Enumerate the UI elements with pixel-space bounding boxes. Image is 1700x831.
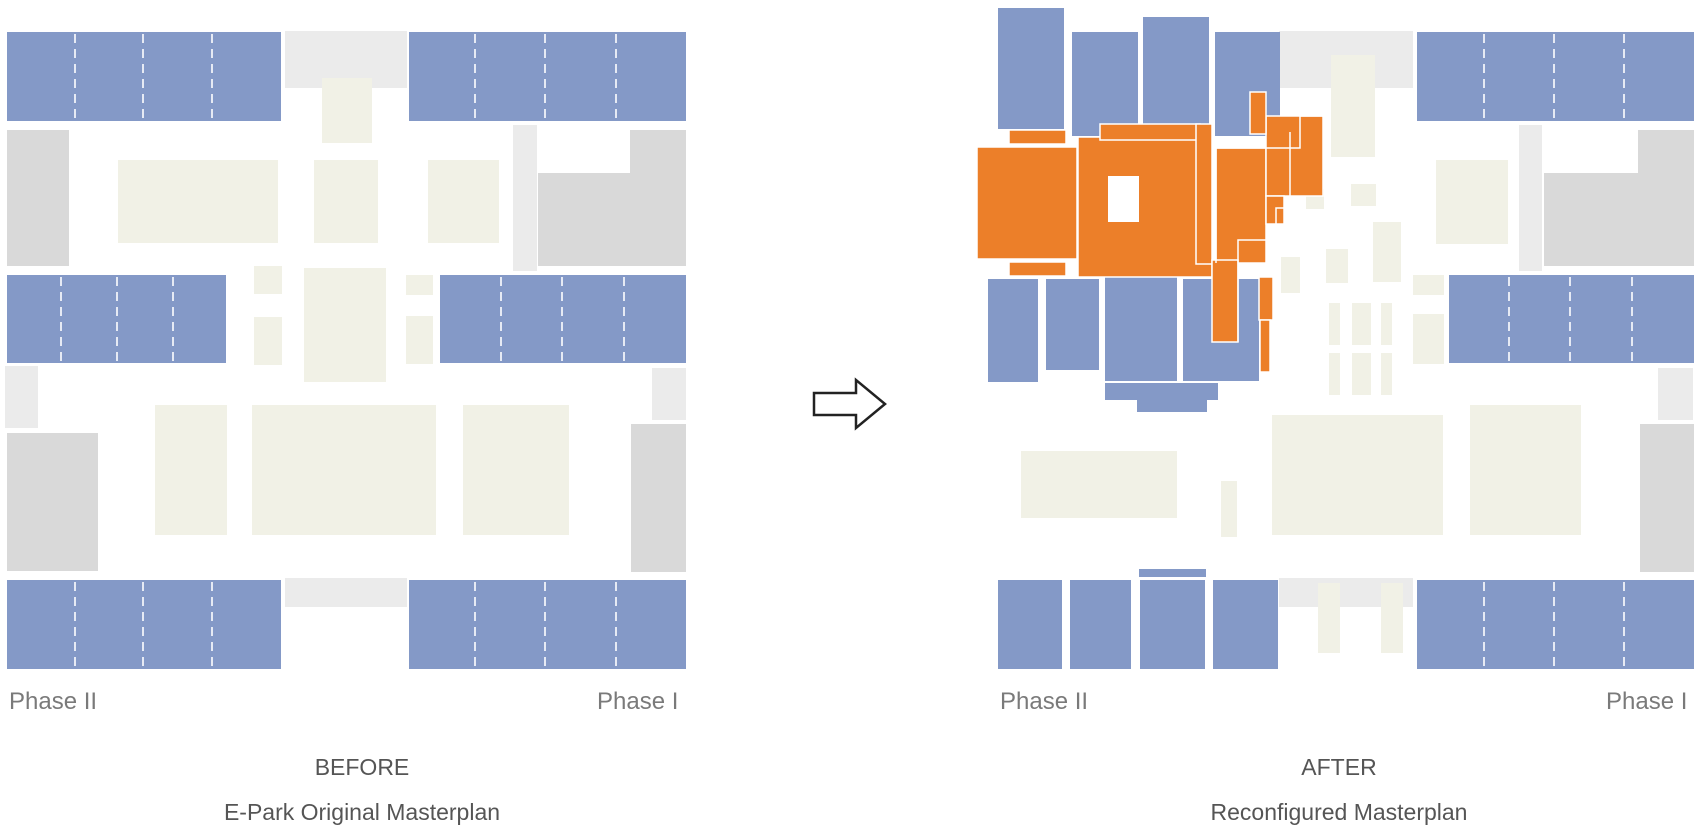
- building-block: [1139, 569, 1206, 577]
- open-space-block: [1021, 451, 1177, 518]
- building-block: [998, 580, 1062, 669]
- open-space-block: [1381, 583, 1403, 653]
- building-block: [1105, 272, 1177, 381]
- open-space-block: [314, 160, 378, 243]
- before-title: BEFORE: [314, 754, 410, 780]
- reconfigured-building-block: [1099, 123, 1201, 141]
- road-block: [513, 125, 537, 271]
- building-block: [7, 580, 281, 669]
- open-space-block: [1413, 275, 1444, 295]
- reconfigured-building-block: [976, 146, 1078, 260]
- open-space-block: [1272, 415, 1443, 535]
- building-block: [1140, 580, 1205, 669]
- open-space-block: [463, 405, 569, 535]
- open-space-block: [1373, 222, 1401, 282]
- open-space-block: [1221, 481, 1237, 537]
- building-block: [998, 8, 1064, 129]
- open-space-block: [1470, 405, 1581, 535]
- open-space-block: [155, 405, 227, 535]
- after-masterplan: [976, 8, 1694, 669]
- building-block: [1143, 17, 1209, 129]
- courtyard-opening: [1108, 176, 1139, 222]
- open-space-block: [304, 268, 386, 382]
- reconfigured-building-block: [1211, 259, 1239, 343]
- open-space-block: [406, 316, 433, 364]
- before-phase-ii-label: Phase II: [9, 688, 98, 715]
- open-space-block: [428, 160, 499, 243]
- road-block: [1658, 368, 1693, 420]
- building-block: [1046, 279, 1099, 370]
- building-block: [1072, 32, 1138, 136]
- building-block: [988, 279, 1038, 382]
- reconfigured-building-block: [1008, 129, 1067, 145]
- road-block: [285, 578, 407, 607]
- open-space-block: [1329, 303, 1340, 345]
- open-space-block: [1352, 303, 1371, 345]
- existing-structure-block: [7, 130, 69, 266]
- open-space-block: [1326, 249, 1348, 283]
- road-block: [652, 368, 686, 420]
- existing-structure-block: [1640, 424, 1694, 572]
- after-subtitle: Reconfigured Masterplan: [1210, 799, 1468, 825]
- after-phase-i-label: Phase I: [1606, 688, 1688, 715]
- open-space-block: [1351, 184, 1376, 206]
- building-block: [440, 275, 686, 363]
- building-block: [409, 32, 686, 121]
- building-block: [1417, 32, 1694, 121]
- building-block: [409, 580, 686, 669]
- building-outline-line: [1237, 132, 1291, 342]
- existing-structure-block: [7, 433, 98, 571]
- open-space-block: [1381, 303, 1392, 345]
- road-block: [1519, 125, 1542, 271]
- road-block: [5, 366, 38, 428]
- building-block: [1417, 580, 1694, 669]
- reconfigured-building-block: [1077, 136, 1213, 278]
- open-space-block: [322, 78, 372, 143]
- existing-structure-block: [538, 130, 686, 266]
- open-space-block: [1381, 353, 1392, 395]
- open-space-block: [254, 317, 282, 365]
- building-block: [1213, 580, 1278, 669]
- open-space-block: [406, 275, 433, 295]
- open-space-block: [252, 405, 436, 535]
- open-space-block: [1331, 55, 1375, 157]
- building-block: [1105, 383, 1218, 400]
- reconfigured-building-block: [1195, 123, 1213, 265]
- open-space-block: [1329, 353, 1340, 395]
- reconfigured-building-block: [1265, 195, 1285, 225]
- open-space-block: [254, 266, 282, 294]
- before-subtitle: E-Park Original Masterplan: [223, 799, 501, 825]
- open-space-block: [1413, 314, 1444, 364]
- building-block: [1137, 400, 1207, 412]
- building-block: [1070, 580, 1131, 669]
- right-arrow-icon: [812, 377, 887, 431]
- building-block: [1449, 275, 1694, 363]
- reconfigured-building-block: [1259, 319, 1271, 373]
- reconfigured-building-block: [1215, 147, 1267, 264]
- before-phase-i-label: Phase I: [597, 688, 679, 715]
- reconfigured-building-block: [1265, 115, 1324, 197]
- open-space-block: [1281, 257, 1300, 293]
- building-outline-line: [1215, 115, 1323, 263]
- open-space-block: [1352, 353, 1371, 395]
- building-block: [7, 32, 281, 121]
- reconfigured-building-block: [1258, 276, 1274, 321]
- existing-structure-block: [1544, 130, 1694, 266]
- reconfigured-building-block: [1008, 261, 1067, 277]
- open-space-block: [1318, 583, 1340, 653]
- existing-structure-block: [631, 424, 686, 572]
- before-masterplan: [5, 31, 686, 669]
- building-block: [7, 275, 226, 363]
- after-phase-ii-label: Phase II: [1000, 688, 1089, 715]
- after-title: AFTER: [1301, 754, 1377, 780]
- open-space-block: [118, 160, 278, 243]
- reconfigured-building-block: [1249, 91, 1267, 135]
- open-space-block: [1436, 160, 1508, 244]
